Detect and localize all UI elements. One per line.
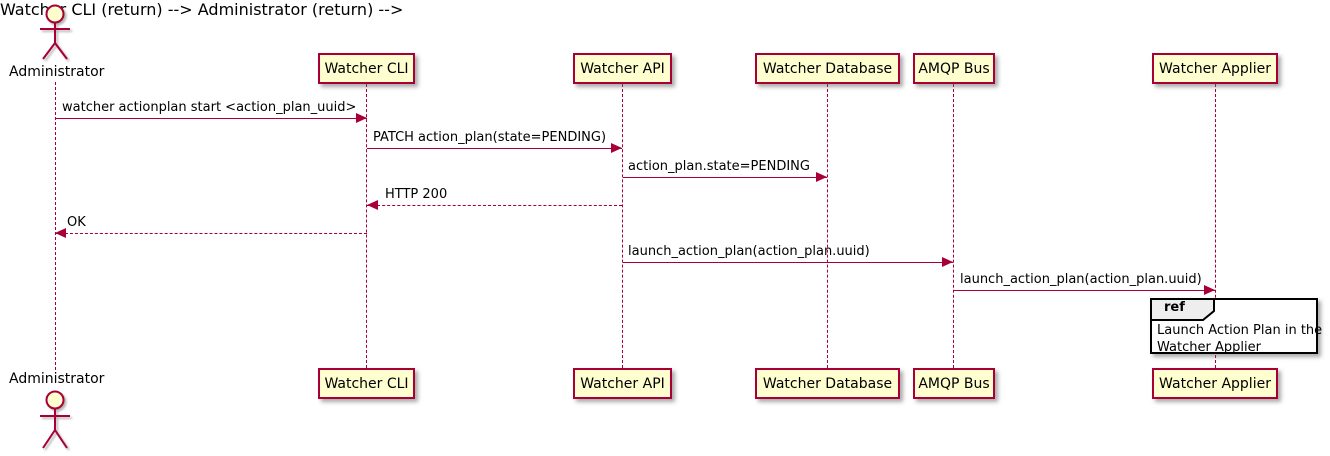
actor-icon (40, 4, 70, 60)
lifeline-watcher-database (827, 84, 828, 368)
message-3-line (623, 177, 827, 178)
lifeline-watcher-cli (366, 84, 367, 368)
message-2-label: PATCH action_plan(state=PENDING) (373, 130, 607, 145)
message-4-arrowhead-icon (367, 200, 378, 210)
ref-fragment: ref Launch Action Plan in the Watcher Ap… (1150, 298, 1322, 355)
message-7-arrowhead-icon (1204, 285, 1215, 295)
actor-figure-bottom (25, 388, 85, 449)
participant-watcher-database-top: Watcher Database (755, 53, 900, 84)
ref-label: ref (1164, 300, 1185, 315)
ref-text-line2: Watcher Applier (1157, 340, 1261, 355)
message-5-label: OK (67, 215, 86, 230)
actor-label-top: Administrator (9, 64, 105, 80)
message-3-arrowhead-icon (816, 172, 827, 182)
actor-icon (40, 390, 70, 449)
message-6-line (623, 262, 953, 263)
message-6-arrowhead-icon (942, 257, 953, 267)
participant-watcher-applier-bottom: Watcher Applier (1152, 368, 1278, 399)
participant-watcher-cli-bottom: Watcher CLI (318, 368, 415, 399)
message-1-arrowhead-icon (356, 113, 367, 123)
message-5-line (55, 233, 367, 234)
participant-watcher-database-bottom: Watcher Database (755, 368, 900, 399)
ref-header: ref (1150, 298, 1216, 325)
lifeline-amqp-bus (953, 84, 954, 368)
participant-amqp-bus-bottom: AMQP Bus (913, 368, 995, 399)
message-7-label: launch_action_plan(action_plan.uuid) (960, 272, 1202, 287)
ref-text-line1: Launch Action Plan in the (1157, 323, 1323, 338)
message-4-label: HTTP 200 (385, 187, 448, 202)
actor-label-bottom: Administrator (9, 371, 105, 387)
participant-amqp-bus-top: AMQP Bus (913, 53, 995, 84)
lifeline-watcher-applier (1215, 84, 1216, 368)
message-1-line (56, 118, 367, 119)
lifeline-watcher-api (622, 84, 623, 368)
participant-watcher-api-bottom: Watcher API (573, 368, 672, 399)
participant-watcher-api-top: Watcher API (573, 53, 672, 84)
message-2-arrowhead-icon (611, 143, 622, 153)
lifeline-administrator (55, 82, 56, 370)
actor-figure-top (25, 2, 85, 62)
message-5-arrowhead-icon (55, 228, 66, 238)
message-3-label: action_plan.state=PENDING (628, 159, 810, 174)
message-4-line (367, 205, 622, 206)
message-1-label: watcher actionplan start <action_plan_uu… (62, 100, 357, 115)
participant-watcher-cli-top: Watcher CLI (318, 53, 415, 84)
participant-watcher-applier-top: Watcher Applier (1152, 53, 1278, 84)
message-6-label: launch_action_plan(action_plan.uuid) (628, 244, 870, 259)
message-2-line (367, 148, 622, 149)
ref-text: Launch Action Plan in the Watcher Applie… (1157, 322, 1322, 356)
ref-pentagon-icon (1150, 298, 1215, 321)
message-7-line (954, 290, 1215, 291)
